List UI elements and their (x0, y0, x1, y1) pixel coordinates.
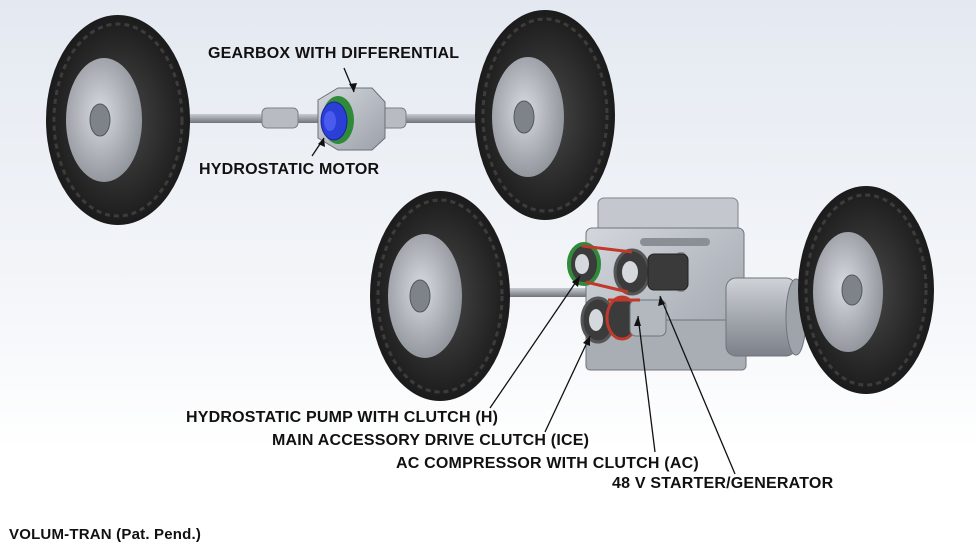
leader-arrowhead (634, 316, 641, 326)
hub (409, 279, 431, 313)
label-gearbox-with-differential: GEARBOX WITH DIFFERENTIAL (208, 45, 460, 62)
hub (513, 100, 535, 134)
tire-tread (376, 198, 504, 394)
front-left-wheel (46, 15, 190, 225)
pulley-face (575, 254, 589, 274)
rear-right-wheel (798, 186, 934, 394)
tire-tread (481, 17, 609, 213)
leader-arrowhead (583, 336, 590, 346)
front-right-wheel (475, 10, 615, 220)
leader-starter-generator (659, 295, 736, 475)
leader-arrowhead (318, 138, 325, 147)
drive-belt (585, 280, 629, 294)
label-hydrostatic-pump: HYDROSTATIC PUMP WITH CLUTCH (H) (186, 409, 499, 426)
tire-tread (804, 193, 928, 387)
engine-assembly (567, 197, 807, 371)
rear-left-wheel (370, 191, 510, 401)
tire-tread (52, 22, 184, 218)
pulley-face (589, 309, 603, 331)
leader-arrowhead (658, 296, 665, 306)
leader-lines (311, 67, 736, 475)
front-shaft-coupling-left (261, 107, 299, 129)
label-starter-generator: 48 V STARTER/GENERATOR (612, 475, 834, 492)
leader-arrowhead (349, 83, 357, 92)
label-ac-compressor: AC COMPRESSOR WITH CLUTCH (AC) (396, 455, 699, 472)
label-hydrostatic-motor: HYDROSTATIC MOTOR (199, 161, 380, 178)
leader-hydrostatic-pump (489, 275, 581, 409)
leader-arrowhead (572, 276, 580, 287)
drive-belt (581, 244, 633, 254)
hydraulic-line (640, 238, 710, 246)
accessory-motor-body (647, 253, 689, 291)
hub (841, 274, 863, 306)
leader-ac-compressor (637, 315, 656, 453)
leader-accessory-clutch (544, 335, 591, 433)
ac-compressor-body (629, 299, 667, 337)
label-accessory-drive-clutch: MAIN ACCESSORY DRIVE CLUTCH (ICE) (272, 432, 590, 449)
pulley-face (622, 261, 638, 283)
figure-caption: VOLUM-TRAN (Pat. Pend.) (9, 526, 202, 543)
hydrostatic-motor-face (324, 111, 336, 131)
hub (89, 103, 111, 137)
gearbox-assembly (317, 87, 386, 151)
